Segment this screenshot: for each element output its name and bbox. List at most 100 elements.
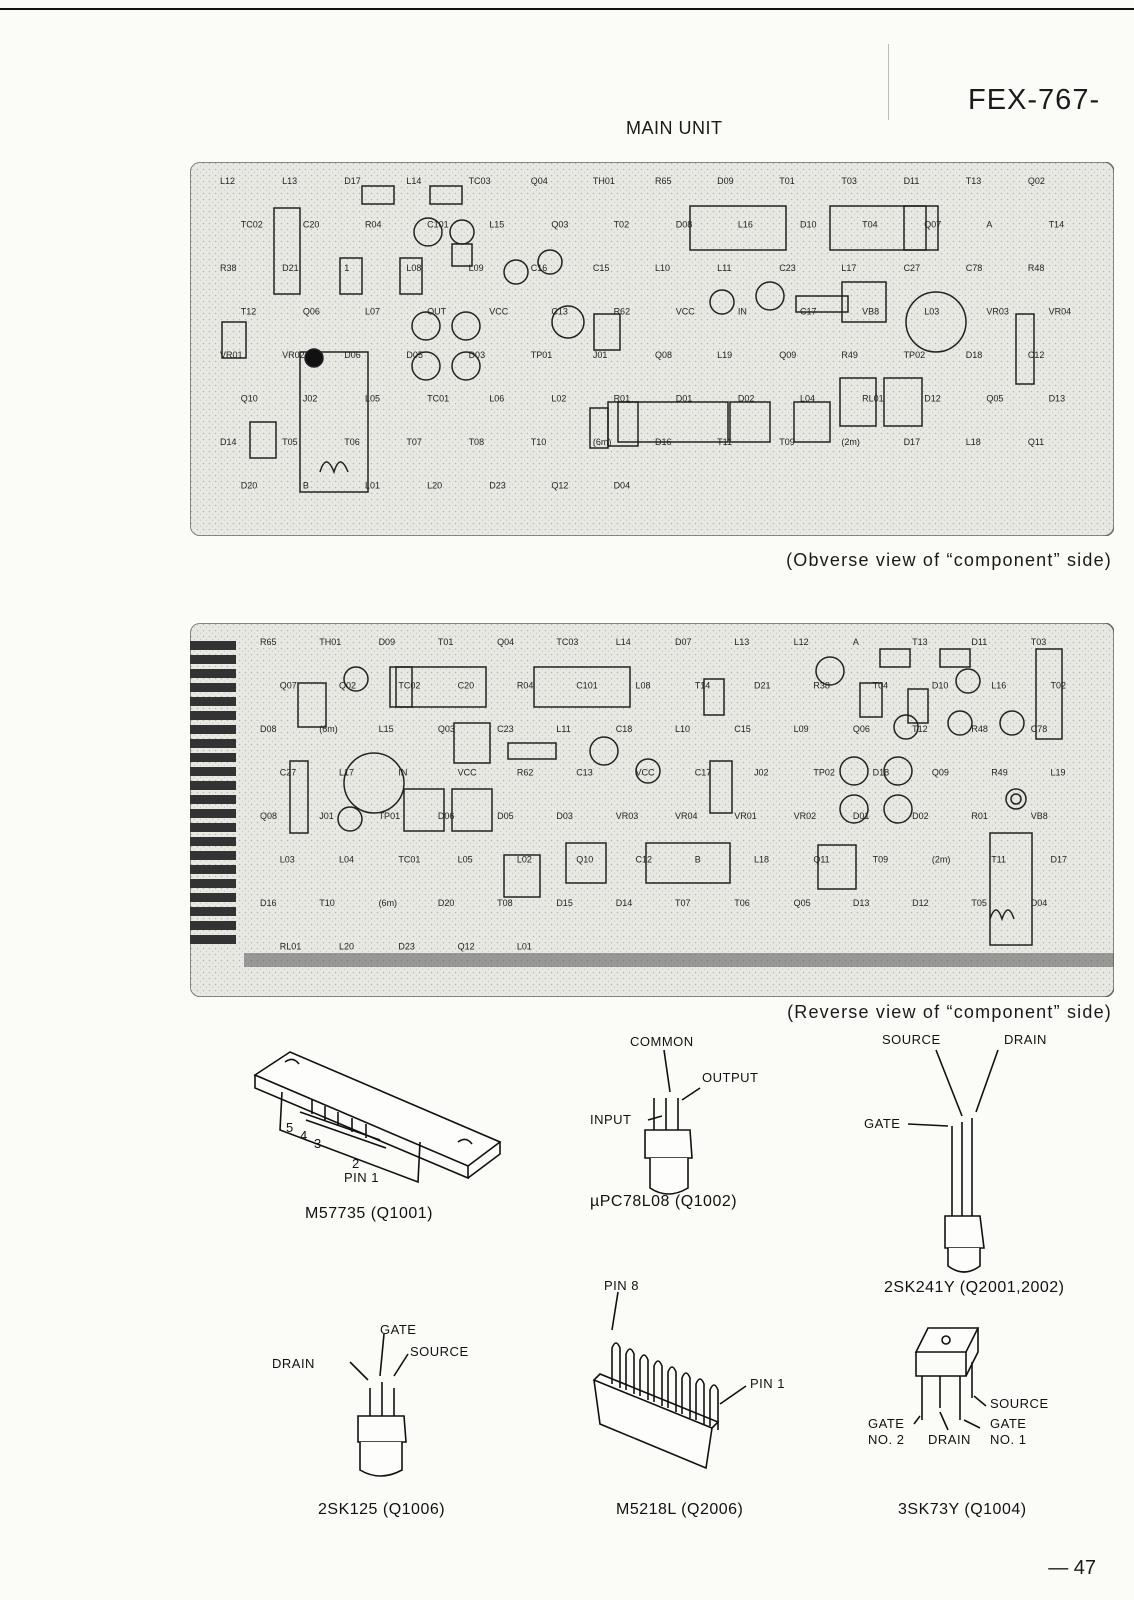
component-ref-label: T06 (734, 898, 750, 908)
component-ref-label: L01 (365, 481, 380, 491)
component-ref-label: VR03 (986, 307, 1009, 317)
component-ref-label: L19 (1050, 768, 1065, 778)
component-ref-label: T11 (717, 437, 732, 447)
component-ref-label: T12 (241, 307, 257, 317)
part-pinouts: 5 4 3 2 PIN 1 COMMON OUTPUT INPUT SOURCE… (253, 1032, 1064, 1518)
component-ref-label: VCC (458, 768, 478, 778)
component-ref-label: D01 (676, 394, 693, 404)
component-ref-label: R01 (614, 394, 631, 404)
component-ref-label: Q02 (1028, 176, 1045, 186)
component-ref-label: D09 (379, 637, 396, 647)
component-ref-label: Q09 (932, 768, 949, 778)
component-ref-label: RL01 (862, 394, 884, 404)
2sk241y-pin-drain: DRAIN (1004, 1032, 1047, 1047)
component-ref-label: D21 (754, 681, 771, 691)
component-ref-label: D06 (344, 350, 361, 360)
component-ref-label: L17 (339, 768, 354, 778)
component-ref-label: D12 (912, 898, 929, 908)
component-ref-label: T02 (1050, 681, 1066, 691)
component-ref-label: D03 (556, 811, 573, 821)
3sk73y-pin-drain: DRAIN (928, 1432, 971, 1447)
component-ref-label: T02 (614, 220, 630, 230)
component-ref-label: D04 (1031, 898, 1048, 908)
component-ref-label: L02 (551, 394, 566, 404)
component-ref-label: L18 (754, 855, 769, 865)
component-ref-label: L12 (220, 176, 235, 186)
component-ref-label: Q05 (794, 898, 811, 908)
component-ref-label: Q06 (303, 307, 320, 317)
component-ref-label: T14 (695, 681, 711, 691)
part-name-m5218l: M5218L (Q2006) (616, 1501, 743, 1518)
component-ref-label: (2m) (841, 437, 860, 447)
component-ref-label: T09 (873, 855, 889, 865)
component-ref-label: TP01 (379, 811, 401, 821)
component-ref-label: L03 (924, 307, 939, 317)
component-ref-label: D23 (398, 942, 415, 952)
m57735-drawing (253, 1051, 502, 1184)
component-ref-label: T07 (675, 898, 691, 908)
component-ref-label: Q04 (497, 637, 514, 647)
component-ref-label: C17 (695, 768, 712, 778)
part-name-upc78l08: µPC78L08 (Q1002) (590, 1193, 737, 1210)
component-ref-label: L04 (339, 855, 354, 865)
edge-connector-finger (190, 837, 236, 846)
component-ref-label: R48 (971, 724, 988, 734)
component-ref-label: L09 (794, 724, 809, 734)
2sk125-drawing (349, 1333, 409, 1477)
component-ref-label: VR04 (1049, 307, 1072, 317)
component-ref-label: Q10 (241, 394, 258, 404)
component-ref-label: C78 (1031, 724, 1048, 734)
component-ref-label: TC01 (398, 855, 420, 865)
edge-connector-finger (190, 655, 236, 664)
component-ref-label: T11 (991, 855, 1006, 865)
component-ref-label: Q11 (813, 855, 829, 865)
component-ref-label: T04 (873, 681, 889, 691)
component-ref-label: D13 (853, 898, 870, 908)
component-ref-label: D01 (853, 811, 870, 821)
edge-connector-finger (190, 893, 236, 902)
component-ref-label: R62 (614, 307, 631, 317)
component-ref-label: T13 (966, 176, 982, 186)
component-ref-label: D10 (800, 220, 817, 230)
component-ref-label: L04 (800, 394, 815, 404)
component-ref-label: L08 (406, 263, 421, 273)
edge-connector-finger (190, 851, 236, 860)
component-ref-label: L14 (616, 637, 631, 647)
edge-connector-finger (190, 879, 236, 888)
component-ref-label: C78 (966, 263, 983, 273)
component-ref-label: TP02 (904, 350, 926, 360)
component-ref-label: C101 (576, 681, 598, 691)
component-ref-label: C101 (427, 220, 449, 230)
component-ref-label: TH01 (593, 176, 615, 186)
component-ref-label: T10 (319, 898, 335, 908)
component-ref-label: L16 (991, 681, 1006, 691)
component-ref-label: Q09 (779, 350, 796, 360)
component-ref-label: VR03 (616, 811, 639, 821)
reverse-caption: (Reverse view of “component” side) (787, 1002, 1112, 1022)
component-ref-label: D04 (614, 481, 631, 491)
component-ref-label: T13 (912, 637, 928, 647)
component-ref-label: L13 (282, 176, 297, 186)
component-ref-label: (6m) (319, 724, 338, 734)
edge-connector-finger (190, 683, 236, 692)
part-name-2sk125: 2SK125 (Q1006) (318, 1501, 445, 1518)
component-ref-label: J02 (754, 768, 769, 778)
component-ref-label: D20 (438, 898, 455, 908)
component-ref-label: VR02 (794, 811, 817, 821)
part-name-3sk73y: 3SK73Y (Q1004) (898, 1501, 1027, 1518)
component-ref-label: TC02 (241, 220, 263, 230)
component-ref-label: D02 (738, 394, 755, 404)
component-ref-label: L17 (841, 263, 856, 273)
edge-connector-finger (190, 725, 236, 734)
component-ref-label: D06 (438, 811, 455, 821)
component-ref-label: R38 (220, 263, 237, 273)
edge-connector-finger (190, 907, 236, 916)
component-ref-label: Q08 (655, 350, 672, 360)
component-ref-label: Q08 (260, 811, 277, 821)
2sk241y-pin-gate: GATE (864, 1116, 900, 1131)
component-ref-label: D11 (904, 176, 920, 186)
component-ref-label: D12 (924, 394, 941, 404)
component-ref-label: L03 (280, 855, 295, 865)
component-ref-label: C15 (734, 724, 751, 734)
